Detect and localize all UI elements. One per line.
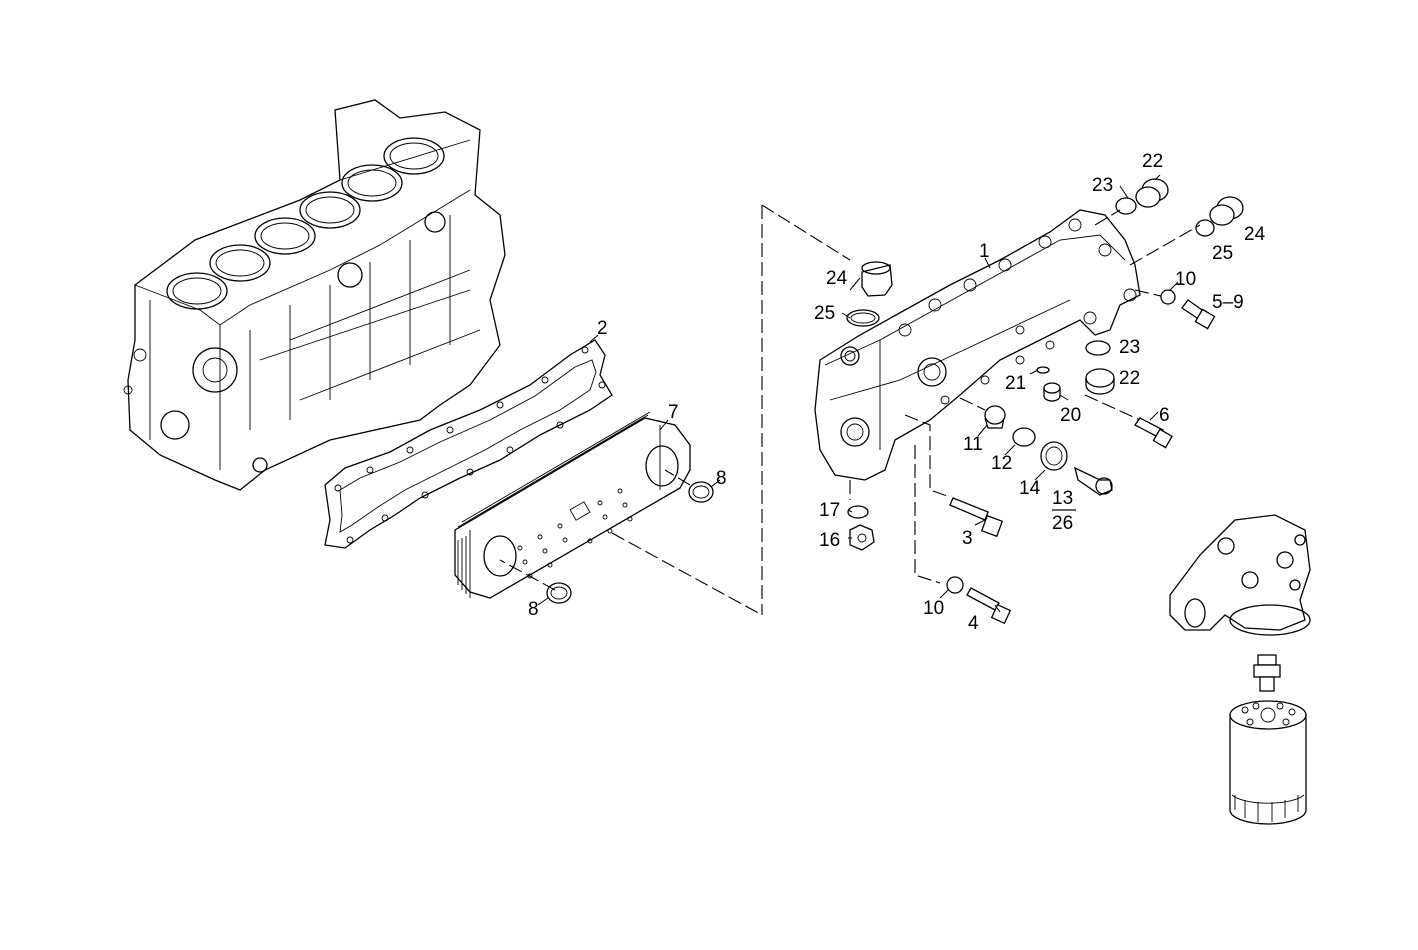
ring-21: [1036, 366, 1050, 374]
plug-24-right: [1209, 196, 1244, 226]
callout-24-left: 24: [826, 268, 848, 289]
callout-6: 6: [1159, 405, 1170, 426]
seal-14: [1040, 441, 1068, 471]
bolt-5-9: [1181, 299, 1216, 330]
callout-10-right: 10: [1175, 269, 1196, 290]
callout-16: 16: [819, 530, 840, 551]
plug-22-top: [1135, 178, 1169, 208]
oil-filter-housing: [814, 209, 1141, 481]
callout-22-mid: 22: [1119, 368, 1140, 389]
o-ring: [688, 481, 714, 503]
callout-23-top: 23: [1092, 175, 1113, 196]
callout-8-right: 8: [716, 468, 727, 489]
callout-26: 26: [1052, 513, 1073, 534]
bolt-4: [966, 587, 1012, 625]
callout-23-mid: 23: [1119, 337, 1140, 358]
callout-25-right: 25: [1212, 243, 1233, 264]
callout-17: 17: [819, 500, 840, 521]
gasket: [324, 339, 613, 549]
oil-filter-cartridge: [1229, 700, 1307, 825]
washer-10-lower: [946, 576, 964, 594]
plug-22-mid: [1085, 368, 1115, 395]
filter-head: [1169, 514, 1311, 636]
callout-10-lower: 10: [923, 598, 944, 619]
callout-1: 1: [979, 241, 990, 262]
callout-20: 20: [1060, 405, 1081, 426]
seal-25-left: [846, 309, 880, 327]
callout-2: 2: [597, 318, 608, 339]
callout-22-top: 22: [1142, 151, 1163, 172]
seal-23-mid: [1085, 340, 1111, 356]
nut-16: [849, 524, 875, 551]
callout-labels: 1 2 3 4 5–9 6 7 8 8 10 10 11 12 13 26 14…: [528, 151, 1266, 634]
bolt-6: [1134, 417, 1173, 449]
leader-lines: [537, 174, 1179, 613]
callout-3: 3: [962, 528, 973, 549]
plug-12: [1012, 427, 1036, 447]
fitting-11: [984, 405, 1006, 429]
callout-8-left: 8: [528, 599, 539, 620]
nipple: [1253, 654, 1281, 692]
callout-13: 13: [1052, 488, 1073, 509]
washer-10-right: [1160, 289, 1176, 305]
callout-11: 11: [963, 434, 983, 455]
callout-4: 4: [968, 613, 979, 634]
seal-25-right: [1195, 219, 1215, 237]
plug-24-left: [861, 261, 893, 297]
callout-25-left: 25: [814, 303, 835, 324]
callout-24-right: 24: [1244, 224, 1266, 245]
engine-block: [123, 99, 506, 491]
seal-23-top: [1115, 197, 1137, 215]
o-ring: [546, 582, 572, 604]
washer-17: [847, 505, 869, 519]
oil-cooler: [454, 411, 691, 599]
callout-21: 21: [1005, 373, 1026, 394]
callout-14: 14: [1019, 478, 1041, 499]
plug-20: [1043, 382, 1061, 402]
callout-12: 12: [991, 453, 1012, 474]
callout-5-9: 5–9: [1212, 292, 1244, 313]
sensor-13-26: [1074, 466, 1113, 496]
callout-7: 7: [668, 402, 679, 423]
bolt-3: [949, 497, 1004, 538]
